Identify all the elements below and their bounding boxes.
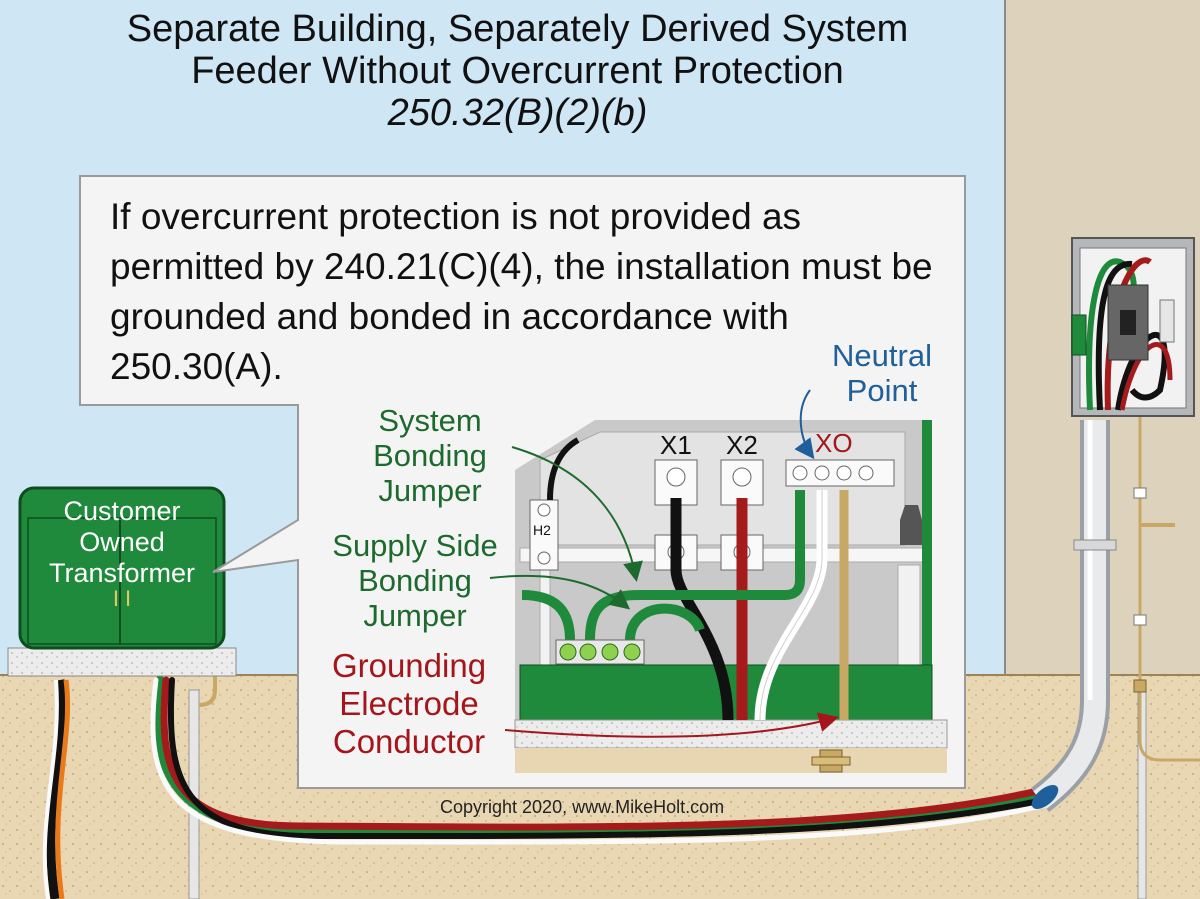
ssbj-line-2: Bonding (358, 563, 472, 598)
x2-label: X2 (726, 430, 758, 460)
copyright-notice: Copyright 2020, www.MikeHolt.com (440, 797, 725, 817)
title-line-2: Feeder Without Overcurrent Protection (191, 50, 844, 92)
neutral-point-line-2: Point (846, 373, 918, 408)
ssbj-line-1: Supply Side (332, 528, 498, 563)
inset-conductors (521, 490, 849, 721)
xo-label: XO (815, 428, 853, 458)
xo-neutral-bar (785, 459, 895, 487)
neutral-point-label: Neutral Point (812, 338, 952, 408)
gec-line-3: Conductor (332, 723, 486, 760)
h2-terminal (529, 437, 580, 571)
transformer-label: Customer Owned Transformer I I (22, 496, 222, 611)
neutral-point-leader (794, 389, 815, 460)
sbj-line-2: Bonding (373, 438, 487, 473)
building-panelboard (1071, 237, 1195, 417)
title-line-1: Separate Building, Separately Derived Sy… (126, 8, 909, 50)
sbj-line-3: Jumper (378, 473, 482, 508)
building-gec (1138, 410, 1200, 762)
supply-side-bonding-jumper-leader (489, 574, 631, 610)
callout-text: If overcurrent protection is not provide… (110, 196, 933, 387)
transformer-line-2: Owned (79, 527, 165, 557)
equipment-bonding-bus (555, 639, 645, 665)
h2-label: H2 (533, 522, 551, 538)
transformer-line-3: Transformer (48, 558, 196, 588)
gec-line-1: Grounding (331, 647, 487, 684)
conduit (1030, 420, 1117, 812)
gec-leader (504, 712, 839, 738)
customer-owned-transformer (7, 486, 237, 677)
code-reference: 250.32(B)(2)(b) (387, 92, 648, 134)
transformer-line-1: Customer (63, 496, 181, 526)
ground-clamp (811, 749, 851, 773)
grounding-electrode-conductor-label: Grounding Electrode Conductor (300, 647, 518, 761)
transformer-symbol: I I (112, 586, 132, 611)
underground-feeder-cable (150, 675, 1049, 845)
transformer-primary-cable (42, 679, 71, 899)
x1-label: X1 (660, 430, 692, 460)
system-bonding-jumper-label: System Bonding Jumper (350, 403, 510, 508)
diagram-title: Separate Building, Separately Derived Sy… (0, 8, 1035, 134)
ssbj-line-3: Jumper (363, 598, 467, 633)
neutral-point-line-1: Neutral (832, 338, 932, 373)
supply-side-bonding-jumper-label: Supply Side Bonding Jumper (312, 528, 518, 633)
gec-line-2: Electrode (339, 685, 479, 722)
sbj-line-1: System (378, 403, 482, 438)
system-bonding-jumper-leader (511, 446, 643, 582)
